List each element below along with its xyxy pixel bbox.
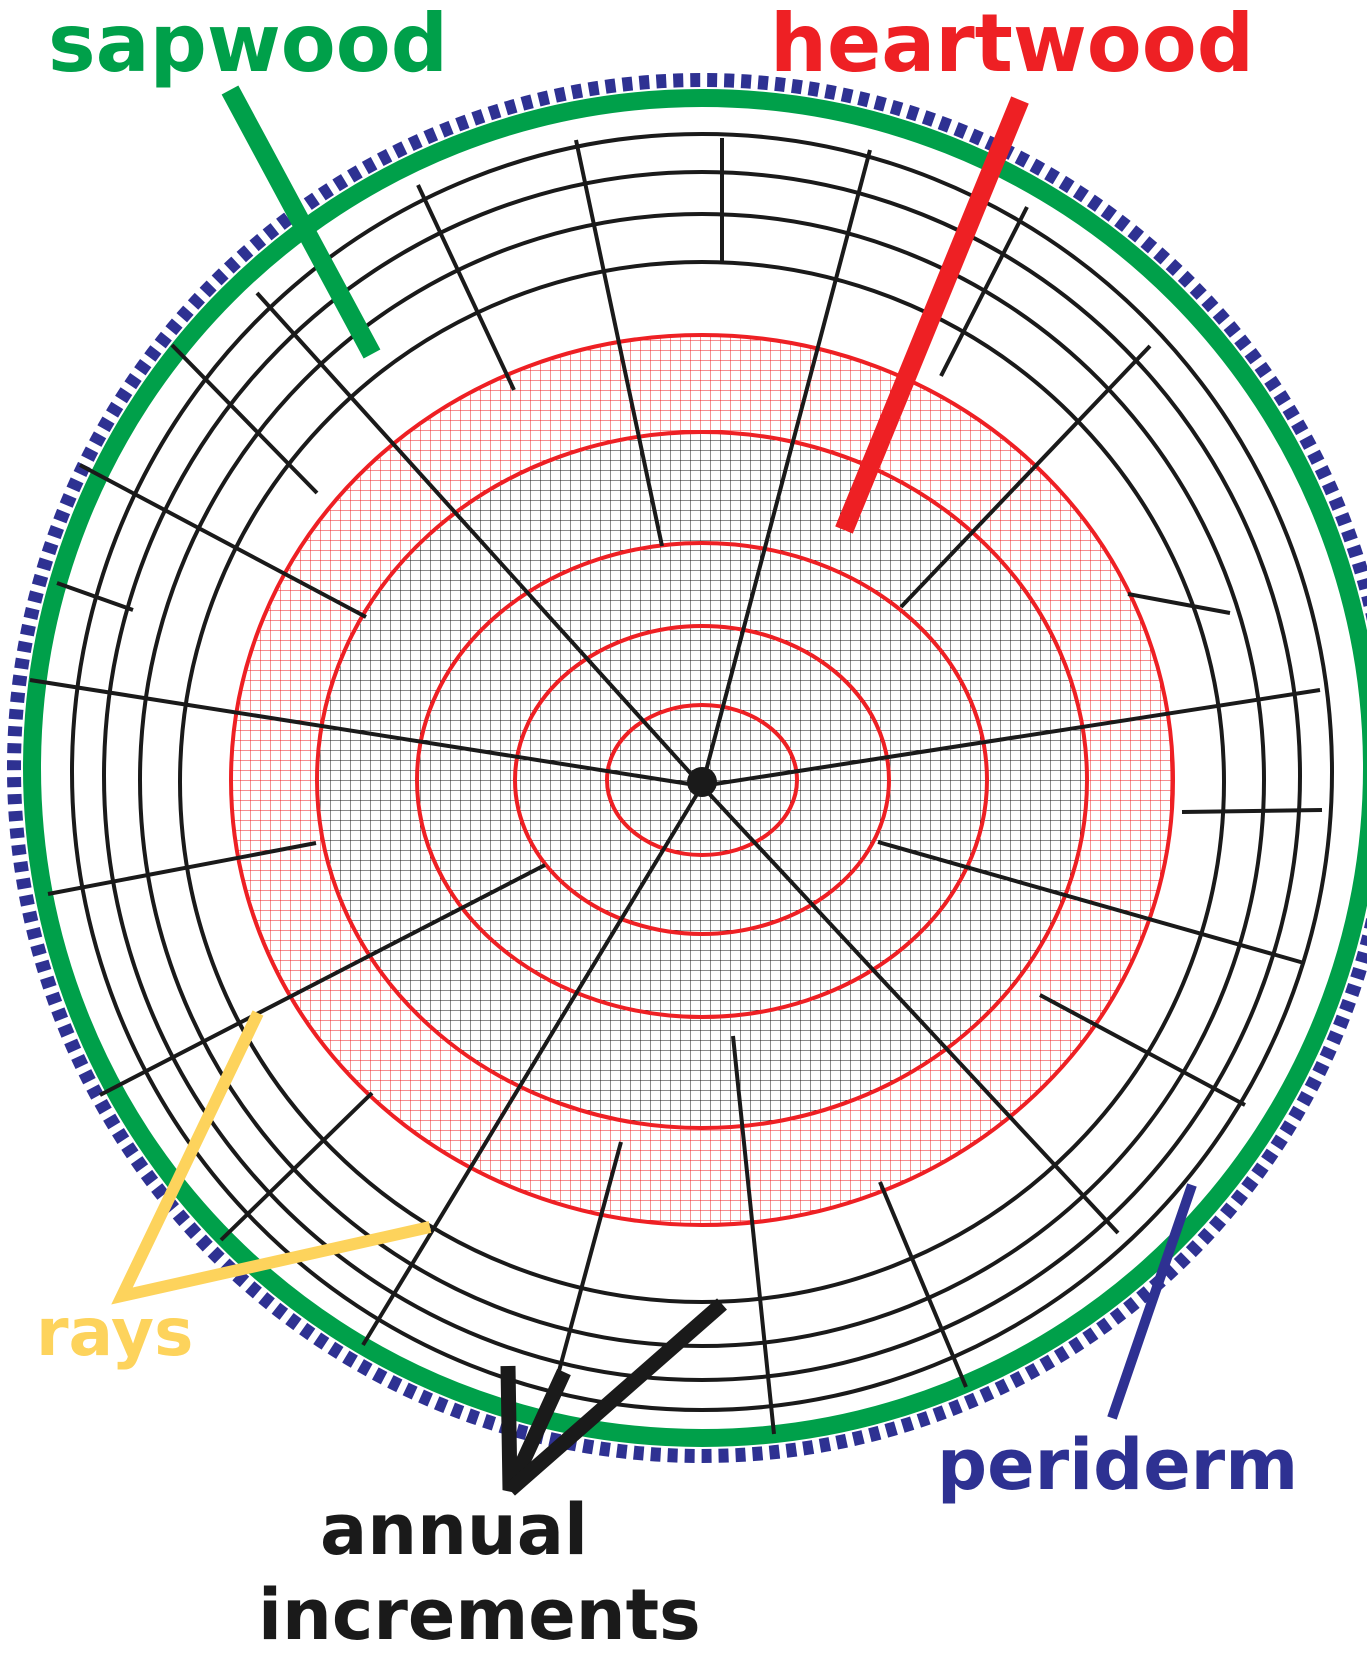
sapwood-label: sapwood [48, 0, 448, 90]
rays-pointer [111, 1010, 432, 1305]
annual-rings-heartwood [229, 333, 1175, 1227]
rays-label: rays [36, 1294, 194, 1371]
sapwood-band [23, 89, 1367, 1447]
heartwood-label: heartwood [770, 0, 1254, 90]
annual-label: annual [320, 1489, 588, 1571]
periderm-pointer [1107, 1183, 1197, 1420]
annual-rings-sapwood [70, 132, 1334, 1412]
periderm-ring [7, 73, 1367, 1463]
annual-increments-pointer [500, 1298, 727, 1496]
sapwood-pointer [221, 85, 381, 359]
rays-short [47, 138, 1323, 1435]
heartwood-pointer [835, 96, 1029, 534]
rays-long [29, 149, 1321, 1347]
increments-label: increments [258, 1574, 701, 1656]
pith [687, 767, 717, 797]
periderm-label: periderm [937, 1424, 1299, 1506]
